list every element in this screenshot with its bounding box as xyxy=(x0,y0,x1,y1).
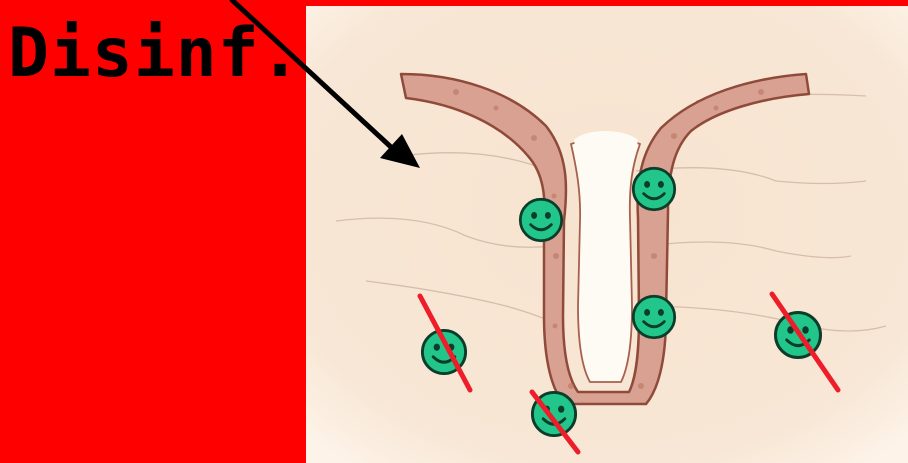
skin-gland-illustration xyxy=(306,6,908,463)
slide-title: Disinf. xyxy=(8,20,302,88)
gland-lumen xyxy=(571,140,640,383)
